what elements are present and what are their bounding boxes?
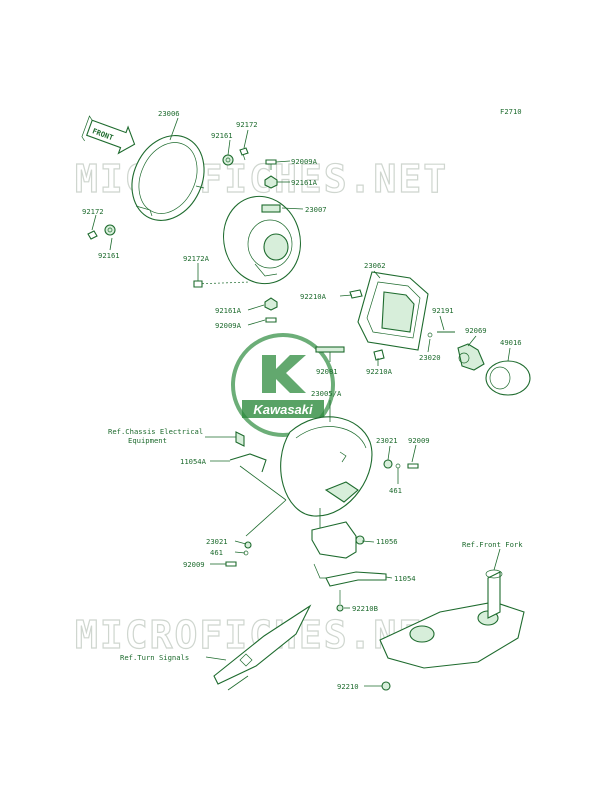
label-92161A-top: 92161A	[291, 178, 318, 187]
watermark-text-top: MICROFICHES.NET	[75, 157, 448, 201]
kawasaki-logo-text: Kawasaki	[253, 402, 313, 417]
bulb-parts	[427, 331, 531, 396]
label-92009A-mid: 92009A	[215, 321, 242, 330]
label-92161A-mid: 92161A	[215, 306, 242, 315]
label-92161-top: 92161	[211, 131, 233, 140]
label-92009-left: 92009	[183, 560, 205, 569]
label-92161-left: 92161	[98, 251, 120, 260]
label-92069: 92069	[465, 326, 487, 335]
fasteners-mid	[193, 280, 345, 353]
bracket-11054A	[229, 431, 267, 473]
label-92009A-top: 92009A	[291, 157, 318, 166]
label-92172-left: 92172	[82, 207, 104, 216]
label-92210B: 92210B	[352, 604, 378, 613]
label-92210A-top: 92210A	[300, 292, 327, 301]
label-92009-right: 92009	[408, 436, 430, 445]
front-arrow: FRONT	[81, 115, 136, 155]
label-23062: 23062	[364, 261, 386, 270]
watermark: MICROFICHES.NET MICROFICHES.NET Kawasaki	[74, 156, 448, 657]
ref-chassis-electrical-line2: Equipment	[128, 436, 167, 445]
bracket-11056	[311, 521, 365, 579]
ref-chassis-electrical-line1: Ref.Chassis Electrical	[108, 427, 203, 436]
fasteners-lower-left	[225, 459, 419, 567]
label-23020: 23020	[419, 353, 441, 362]
label-11054A: 11054A	[180, 457, 207, 466]
label-461-right: 461	[389, 486, 402, 495]
leader-lines	[91, 117, 511, 691]
label-92081: 92081	[316, 367, 338, 376]
turn-signal-panel	[213, 604, 312, 685]
headlight-bucket-23007	[223, 195, 301, 285]
label-23021-right: 23021	[376, 436, 398, 445]
label-23006: 23006	[158, 109, 180, 118]
label-92172-top: 92172	[236, 120, 258, 129]
label-23005A: 23005/A	[311, 389, 342, 398]
kawasaki-logo: Kawasaki	[231, 333, 335, 437]
bracket-11054	[325, 571, 387, 612]
headlight-lens-23005A	[280, 416, 373, 517]
part-labels: 23006 92172 92161 92009A 92161A 23007 92…	[82, 109, 522, 691]
label-461-left: 461	[210, 548, 223, 557]
label-92210: 92210	[337, 682, 359, 691]
label-23021-left: 23021	[206, 537, 228, 546]
label-92210A-bot: 92210A	[366, 367, 393, 376]
label-23007: 23007	[305, 205, 327, 214]
reference-labels: Ref.Chassis Electrical Equipment Ref.Fro…	[108, 427, 523, 662]
label-92191: 92191	[432, 306, 454, 315]
ref-turn-signals: Ref.Turn Signals	[120, 653, 189, 662]
front-fork-clamp	[379, 569, 525, 691]
ref-front-fork: Ref.Front Fork	[462, 540, 523, 549]
label-49016: 49016	[500, 338, 522, 347]
label-92172A: 92172A	[183, 254, 210, 263]
figure-code: F2710	[500, 107, 522, 116]
label-11054: 11054	[394, 574, 416, 583]
label-11056: 11056	[376, 537, 398, 546]
headlight-housing-23006	[131, 135, 205, 221]
headlight-unit-23062	[349, 271, 429, 361]
